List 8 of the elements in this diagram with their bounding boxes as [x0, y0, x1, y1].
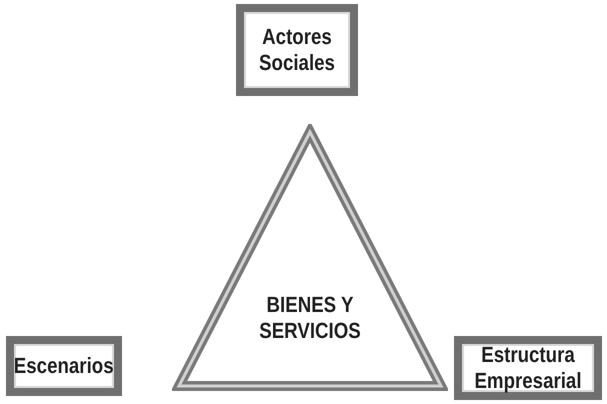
node-label: Estructura Empresarial	[473, 342, 583, 394]
node-label: BIENES Y SERVICIOS	[258, 292, 362, 344]
label-box	[236, 4, 358, 96]
label-box	[6, 336, 122, 396]
node-label: Escenarios	[14, 352, 114, 380]
triangle-node	[172, 124, 448, 392]
label-box	[454, 336, 602, 400]
node-label: Actores Sociales	[258, 24, 336, 76]
